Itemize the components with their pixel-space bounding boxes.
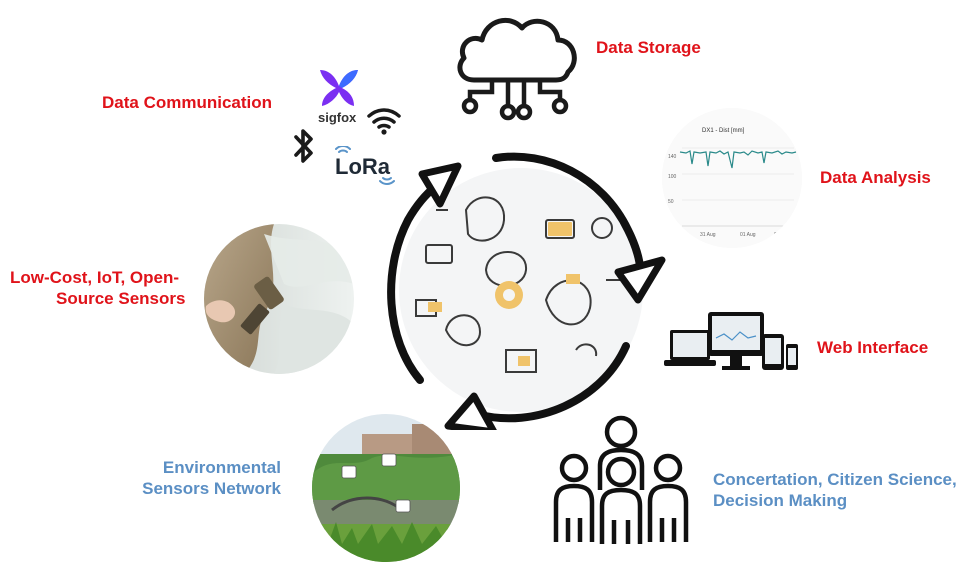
data-storage-label: Data Storage	[596, 38, 701, 57]
environmental-network-line1: Environmental	[162, 458, 281, 477]
thumbnail-xtick: 01 Aug	[740, 232, 756, 238]
environmental-network-photo	[312, 414, 460, 562]
low-cost-sensors-line2: Source Sensors	[56, 289, 186, 308]
sensor-node-markers	[341, 453, 411, 513]
thumbnail-xtick: 31 Aug	[700, 232, 716, 238]
data-analysis-label: Data Analysis	[820, 168, 931, 187]
lora-label: LoRa	[335, 154, 390, 179]
thumbnail-title: DX1 - Dist [mm]	[702, 128, 745, 134]
low-cost-sensors-label: Low-Cost, IoT, Open- Source Sensors	[10, 267, 185, 309]
thumbnail-xtick: 01 Sep	[774, 232, 790, 238]
environmental-network-line2: Sensors Network	[142, 479, 281, 498]
thumbnail-ytick: 100	[668, 174, 677, 180]
sigfox-label: sigfox	[318, 110, 357, 125]
people-group-icon	[548, 410, 694, 550]
lora-logo: LoRa	[333, 146, 397, 186]
data-analysis-thumbnail: DX1 - Dist [mm] 140 100 50 31 Aug 01 Aug…	[662, 108, 802, 248]
cloud-storage-icon	[452, 6, 582, 124]
wifi-icon	[366, 106, 402, 136]
cycle-arrows-icon	[376, 150, 666, 430]
concertation-line1: Concertation, Citizen Science,	[713, 470, 957, 489]
devices-icon	[664, 308, 800, 378]
sensor-photo	[204, 224, 354, 374]
web-interface-label: Web Interface	[817, 338, 929, 357]
thumbnail-ytick: 50	[668, 199, 674, 205]
thumbnail-ytick: 140	[668, 154, 677, 160]
low-cost-sensors-line1: Low-Cost, IoT, Open-	[10, 268, 180, 287]
sigfox-logo	[316, 68, 362, 110]
bluetooth-icon	[293, 127, 315, 165]
concertation-label: Concertation, Citizen Science, Decision …	[713, 469, 957, 511]
environmental-network-label: Environmental Sensors Network	[138, 457, 281, 499]
data-communication-label: Data Communication	[102, 93, 273, 112]
concertation-line2: Decision Making	[713, 491, 848, 510]
